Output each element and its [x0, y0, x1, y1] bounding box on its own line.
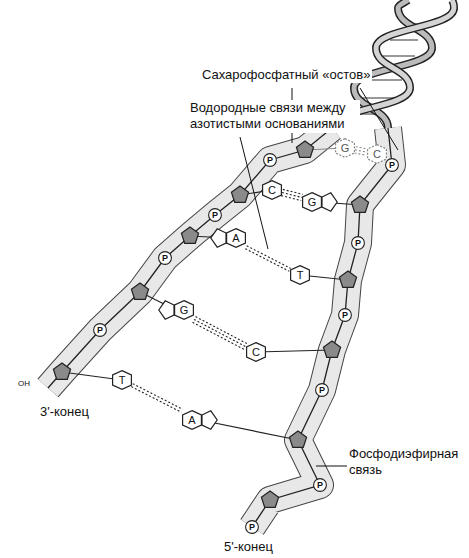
backbone-band	[48, 128, 332, 388]
phosphate-group: P	[208, 208, 222, 222]
deoxyribose-sugar	[323, 341, 340, 357]
base-letter: G	[308, 197, 317, 208]
purine-ring	[303, 193, 322, 212]
nitrogen-base: A	[182, 410, 218, 430]
base-letter: A	[232, 233, 239, 244]
phosphate-group: P	[93, 323, 107, 337]
pyrimidine-ring	[113, 371, 132, 390]
helix-rung	[383, 55, 415, 57]
pyrimidine-ring	[368, 145, 387, 164]
hydrogen-bond	[354, 147, 367, 156]
nitrogen-base: C	[262, 180, 282, 200]
phosphate-symbol: P	[319, 386, 325, 395]
phosphate-symbol: P	[212, 211, 218, 220]
base-letter: T	[119, 375, 126, 386]
phosphate-symbol: P	[162, 254, 168, 263]
deoxyribose-sugar	[339, 271, 356, 287]
phosphate-symbol: P	[342, 311, 348, 320]
node-outline	[302, 192, 338, 212]
phosphate-circle	[316, 384, 329, 397]
phosphate-circle	[314, 479, 327, 492]
nitrogen-base: T	[112, 370, 132, 390]
nitrogen-base: G	[335, 138, 355, 158]
purine-ring	[175, 301, 194, 320]
hydrogen-bond	[281, 189, 303, 200]
deoxyribose-sugar	[296, 141, 313, 157]
callout-label: Водородные связи между азотистыми основа…	[188, 100, 360, 133]
callout-label: OH	[16, 379, 32, 389]
pyrimidine-ring	[336, 139, 355, 158]
hydrogen-bond	[245, 246, 290, 271]
leader-line	[360, 88, 398, 150]
phosphate-circle	[339, 309, 352, 322]
node-outline	[158, 300, 194, 320]
hydrogen-bond	[131, 384, 182, 413]
base-letter: G	[341, 143, 350, 154]
deoxyribose-sugar	[131, 283, 148, 299]
deoxyribose-sugar	[181, 227, 198, 243]
phosphate-circle	[386, 159, 399, 172]
base-letter: C	[373, 149, 381, 160]
deoxyribose-sugar	[261, 491, 278, 507]
phosphate-group: P	[351, 236, 365, 250]
phosphate-symbol: P	[317, 481, 323, 490]
phosphate-circle	[159, 252, 172, 265]
phosphate-group: P	[315, 383, 329, 397]
phosphate-group: P	[245, 520, 259, 534]
phosphate-group: P	[158, 251, 172, 265]
phosphate-symbol: P	[267, 156, 273, 165]
phosphate-symbol: P	[355, 239, 361, 248]
deoxyribose-sugar	[231, 186, 248, 202]
callout-label: Фосфодиэфирная связь	[347, 446, 465, 479]
deoxyribose-sugar	[351, 196, 368, 212]
phosphate-group: P	[263, 153, 277, 167]
callout-label: 3'-конец	[38, 404, 91, 420]
backbone-band	[48, 128, 332, 388]
callout-label: 5'-конец	[222, 539, 275, 555]
callout-label: Сахарофосфатный «остов»	[200, 67, 372, 83]
purine-ring	[183, 411, 202, 430]
base-letter: A	[188, 415, 195, 426]
base-letter: T	[297, 270, 304, 281]
purine-ring	[211, 229, 226, 247]
helix-rung	[370, 79, 402, 81]
phosphate-circle	[209, 209, 222, 222]
nitrogen-base: C	[367, 144, 387, 164]
strand-chain	[48, 128, 332, 388]
hydrogen-bond	[193, 317, 248, 350]
purine-ring	[202, 411, 217, 429]
node-outline	[210, 228, 246, 248]
phosphate-symbol: P	[249, 523, 255, 532]
nitrogen-base: G	[158, 300, 194, 320]
phosphate-symbol: P	[97, 326, 103, 335]
phosphate-circle	[352, 237, 365, 250]
nitrogen-base: C	[246, 342, 266, 362]
helix-rung	[390, 39, 418, 41]
nitrogen-base: T	[290, 265, 310, 285]
pyrimidine-ring	[263, 181, 282, 200]
base-letter: C	[268, 185, 276, 196]
nitrogen-base: A	[210, 228, 246, 248]
phosphate-circle	[94, 324, 107, 337]
nitrogen-base: G	[302, 192, 338, 212]
base-letter: G	[180, 305, 189, 316]
leader-line	[316, 466, 349, 467]
purine-ring	[159, 301, 174, 319]
purine-ring	[322, 193, 337, 211]
phosphate-circle	[246, 521, 259, 534]
phosphate-group: P	[313, 478, 327, 492]
phosphate-group: P	[385, 158, 399, 172]
phosphate-group: P	[338, 308, 352, 322]
phosphate-circle	[264, 154, 277, 167]
deoxyribose-sugar	[289, 431, 306, 447]
node-outline	[182, 410, 218, 430]
glycosidic-bond	[256, 350, 332, 352]
pyrimidine-ring	[291, 266, 310, 285]
deoxyribose-sugar	[53, 363, 70, 379]
purine-ring	[227, 229, 246, 248]
base-letter: C	[252, 347, 260, 358]
phosphate-symbol: P	[389, 161, 395, 170]
pyrimidine-ring	[247, 343, 266, 362]
